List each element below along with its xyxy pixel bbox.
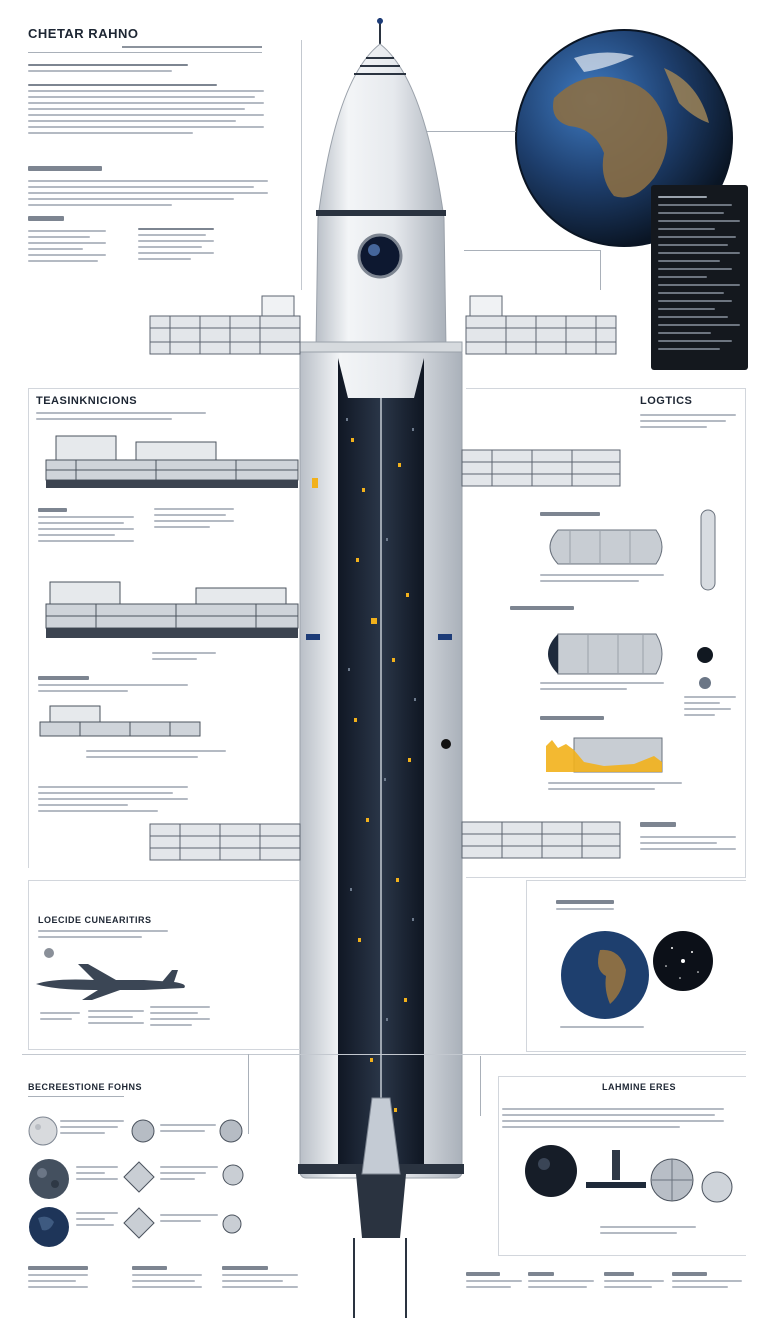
satellite-icon	[131, 1119, 155, 1143]
moon-icon	[28, 1116, 58, 1146]
tank-caption-1	[540, 574, 664, 582]
satellite-icon	[222, 1214, 242, 1234]
leader-line	[600, 250, 601, 290]
detail-text-block	[28, 180, 268, 206]
moon-icon	[525, 1145, 577, 1197]
moon-icon	[697, 647, 713, 663]
footer-block-5	[528, 1272, 594, 1288]
left-lower-caption-3	[150, 1006, 210, 1026]
intro-text-block	[28, 64, 188, 72]
section-divider	[22, 1054, 746, 1055]
bottom-right-caption	[600, 1226, 696, 1234]
tank-caption-2	[540, 682, 664, 690]
left-caption-1	[152, 652, 216, 660]
lower-right-text	[556, 900, 614, 910]
bottom-left-text-1	[60, 1120, 124, 1134]
moon-icon	[699, 677, 711, 689]
left-spec-block-2	[154, 508, 234, 528]
machinery-diagram-3	[39, 705, 201, 737]
label-bar	[28, 216, 64, 221]
right-subtext	[640, 836, 736, 850]
gantry-arm-right-1	[465, 295, 617, 355]
divider	[28, 52, 262, 53]
earth-icon	[650, 1158, 694, 1202]
upper-left-frame	[22, 40, 302, 290]
tank-label-2	[510, 606, 574, 610]
bottom-left-text-3	[76, 1166, 118, 1180]
rocket-icon	[298, 18, 464, 1318]
left-lower-caption-1	[40, 1012, 80, 1020]
satellite-icon	[586, 1150, 646, 1188]
gantry-arm-right-2	[461, 449, 621, 487]
fuel-tank-icon	[549, 529, 663, 565]
left-lower-frame	[28, 880, 300, 1050]
heading-underline	[122, 46, 262, 48]
footer-block-6	[604, 1272, 664, 1288]
subheading-bar	[28, 166, 102, 171]
tank-label-1	[540, 512, 600, 516]
amber-fuel-chart	[546, 737, 663, 773]
bottom-left-text-4	[160, 1166, 218, 1180]
moon-icon	[29, 1159, 69, 1199]
airplane-icon	[36, 964, 185, 1000]
left-lower-caption-2	[88, 1010, 144, 1024]
callout-text-block	[138, 228, 214, 260]
right-sublabel	[640, 822, 676, 827]
chart-label	[540, 716, 604, 720]
globe-leader-line	[426, 131, 516, 132]
left-spec-block-1	[38, 508, 134, 542]
chart-caption	[548, 782, 682, 790]
bottom-right-heading: LAHMINE ERES	[602, 1082, 677, 1092]
gantry-arm-left-4	[149, 823, 301, 861]
satellite-icon	[123, 1161, 155, 1193]
satellite-icon	[123, 1207, 155, 1239]
footer-block-3	[222, 1266, 298, 1288]
left-lower-heading: LOECIDE CUNEARITIRS	[38, 915, 152, 925]
moon-icon	[44, 948, 54, 958]
capsule-icon	[700, 509, 716, 591]
spec-text-block	[28, 230, 106, 262]
left-notes-block	[38, 786, 188, 812]
bottom-left-text-2	[160, 1124, 216, 1132]
gantry-arm-left-1	[149, 295, 301, 355]
left-caption-2	[86, 750, 226, 758]
description-text-block	[28, 84, 264, 134]
left-section-heading: TEASINKNICIONS	[36, 395, 138, 407]
leader-line	[480, 1056, 481, 1116]
data-panel-text	[658, 196, 740, 350]
right-section-intro	[640, 414, 736, 428]
top-left-heading: CHETAR RAHNO	[28, 26, 139, 41]
bottom-left-heading: BECREESTIONE FOHNS	[28, 1082, 143, 1092]
right-side-notes	[684, 696, 736, 716]
earth-icon	[29, 1207, 69, 1247]
footer-block-7	[672, 1272, 742, 1288]
satellite-icon	[701, 1171, 733, 1203]
leader-line	[464, 250, 600, 251]
footer-block-2	[132, 1266, 202, 1288]
footer-block-4	[466, 1272, 522, 1288]
left-lower-text	[38, 930, 168, 938]
right-section-heading: LOGTICS	[640, 395, 693, 407]
gantry-arm-right-3	[461, 821, 621, 859]
left-section-frame	[28, 388, 300, 868]
machinery-diagram-1	[45, 435, 299, 488]
machinery-diagram-2	[45, 581, 299, 638]
starfield-icon	[653, 931, 713, 991]
bottom-left-underline	[28, 1096, 124, 1097]
left-section-intro	[36, 412, 206, 420]
lower-right-frame	[526, 880, 746, 1052]
satellite-icon	[222, 1164, 244, 1186]
leader-line	[248, 1054, 249, 1134]
satellite-icon	[219, 1119, 243, 1143]
bottom-right-text	[502, 1108, 724, 1128]
footer-block-1	[28, 1266, 88, 1288]
globe-caption	[560, 1026, 644, 1028]
fuel-tank-icon	[548, 633, 663, 675]
bottom-right-frame	[498, 1076, 746, 1256]
right-section-frame	[466, 388, 746, 878]
earth-icon	[561, 931, 649, 1019]
bottom-left-text-5	[76, 1212, 118, 1226]
bottom-left-text-6	[160, 1214, 218, 1222]
left-spec-block-3	[38, 676, 188, 692]
